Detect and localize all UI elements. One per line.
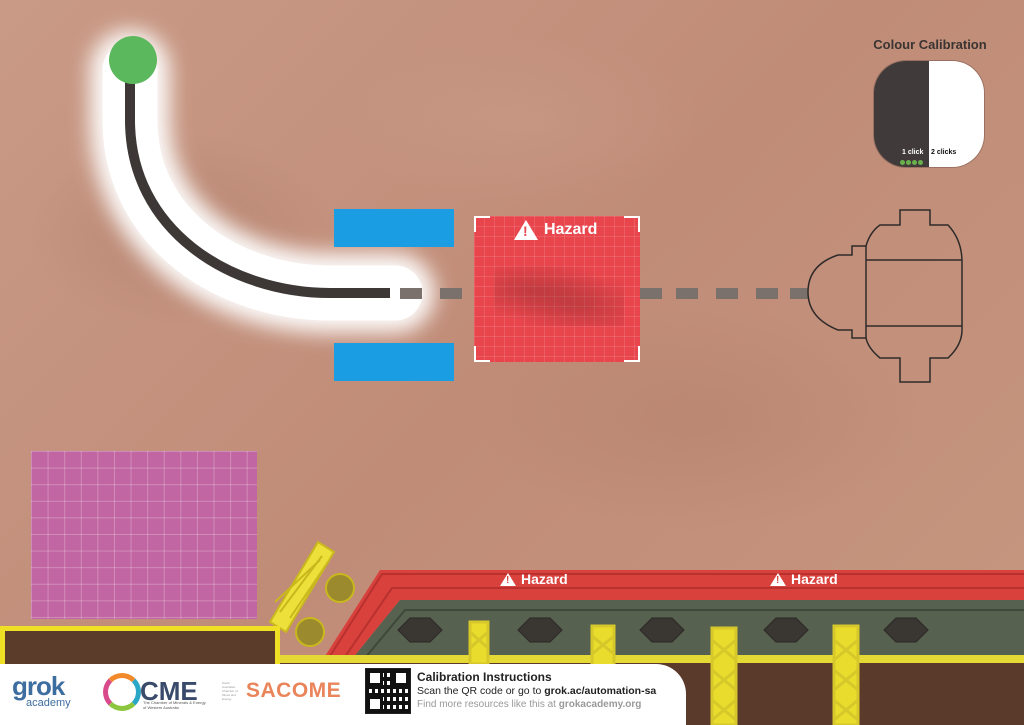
one-click-label: 1 click [902,149,924,156]
start-marker [109,36,157,84]
warning-icon [514,220,538,240]
warning-icon [500,572,516,586]
calibration-dots [900,158,924,165]
colour-calibration-card[interactable]: 1 click 2 clicks [874,61,984,167]
conveyor-hazard-right: Hazard [770,571,838,587]
grok-logo-sub: academy [26,697,71,709]
cme-logo-sub: The Chamber of Minerals & Energy of West… [143,700,206,710]
grok-logo[interactable]: grok [12,671,65,701]
crane-arm [268,540,355,647]
blue-marker-bottom [334,343,454,381]
conveyor-hazard-left: Hazard [500,571,568,587]
sacome-logo-sub: South Australian Chamber of Mines and En… [222,681,238,701]
resources-url-link[interactable]: grokacademy.org [558,699,642,710]
calibration-black-half[interactable]: 1 click [874,61,929,167]
warning-icon [770,572,786,586]
two-clicks-label: 2 clicks [931,149,957,156]
hazard-zone: Hazard [474,216,640,362]
calibration-url-link[interactable]: grok.ac/automation-sa [544,685,657,697]
dashed-path [400,288,808,299]
cme-logo-icon [103,673,141,711]
robot-target-outline [807,209,963,383]
resources-line: Find more resources like this at grokaca… [417,699,642,710]
calibration-white-half[interactable]: 2 clicks [929,61,984,167]
blue-marker-top [334,209,454,247]
cme-logo[interactable]: CME [140,676,198,706]
drop-zone [31,451,257,619]
colour-calibration-title: Colour Calibration [873,37,987,52]
qr-code-icon[interactable] [365,668,411,714]
sacome-logo[interactable]: SACOME [246,679,342,702]
track-line [125,75,390,298]
calibration-instructions-heading: Calibration Instructions [417,670,552,684]
hazard-zone-label: Hazard [514,220,597,240]
calibration-instructions-line: Scan the QR code or go to grok.ac/automa… [417,685,657,697]
